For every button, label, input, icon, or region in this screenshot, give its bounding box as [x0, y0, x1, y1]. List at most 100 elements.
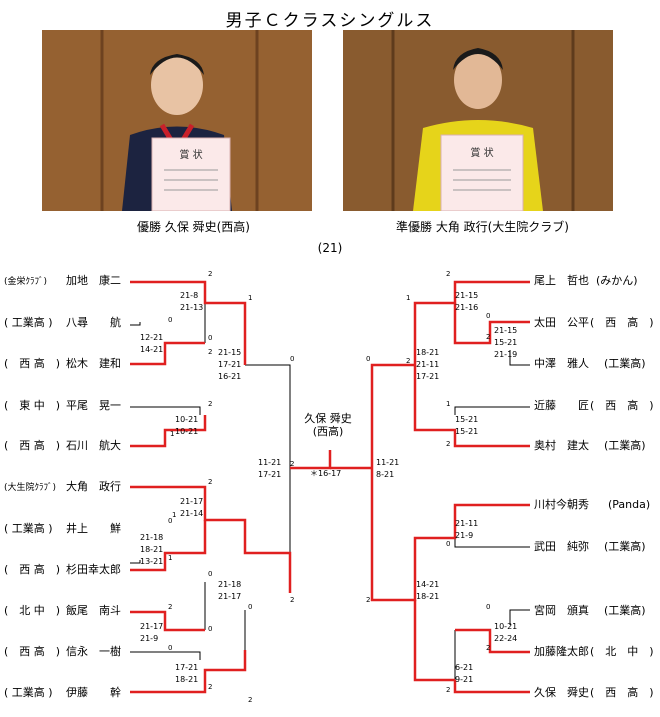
- final-note: ＊16-17: [310, 469, 342, 478]
- final-right-set: 8-21: [376, 470, 395, 479]
- left-player-name: 伊藤 幹: [66, 686, 121, 699]
- score-set: 14-21: [140, 345, 164, 354]
- set-count: 0: [366, 355, 371, 363]
- set-count: 2: [290, 460, 295, 468]
- score-set: 21-11: [455, 519, 479, 528]
- left-player-team: (金栄ｸﾗﾌﾞ): [4, 277, 48, 287]
- set-count: 2: [290, 596, 295, 604]
- score-set: 21-9: [140, 634, 159, 643]
- right-player-team: (Panda): [608, 498, 651, 511]
- winner-photo: 賞 状: [42, 30, 312, 211]
- final-left-set: 17-21: [258, 470, 282, 479]
- score-set: 17-21: [175, 663, 199, 672]
- score-set: 10-21: [175, 427, 199, 436]
- set-count: 2: [248, 696, 253, 704]
- set-count: 0: [248, 603, 253, 611]
- score-set: 21-17: [180, 497, 204, 506]
- right-player-team: (工業高): [604, 439, 646, 452]
- set-count: 2: [446, 270, 451, 278]
- set-count: 1: [172, 511, 177, 519]
- set-count: 2: [486, 333, 491, 341]
- left-player-name: 八尋 航: [66, 316, 121, 329]
- champion-team: (西高): [312, 425, 344, 438]
- score-set: 21-15: [218, 348, 242, 357]
- score-set: 21-14: [180, 509, 204, 518]
- right-player-team: ( 西 高 ): [590, 316, 654, 329]
- score-set: 21-15: [494, 326, 518, 335]
- set-count: 2: [208, 683, 213, 691]
- left-player-team: (大生院ｸﾗﾌﾞ): [4, 483, 57, 493]
- set-count: 1: [170, 430, 175, 438]
- left-player-team: ( 西 高 ): [4, 357, 61, 370]
- set-count: 0: [446, 540, 451, 548]
- right-player-name: 川村今朝秀: [534, 498, 589, 511]
- score-set: 12-21: [140, 333, 164, 342]
- score-set: 21-17: [218, 592, 242, 601]
- score-set: 21-11: [416, 360, 440, 369]
- runner-up-photo: 賞 状: [343, 30, 613, 211]
- set-count: 2: [208, 270, 213, 278]
- score-set: 18-21: [175, 675, 199, 684]
- score-set: 18-21: [416, 348, 440, 357]
- right-player-name: 尾上 哲也: [534, 274, 589, 287]
- draw-number: (21): [317, 241, 343, 255]
- winner-caption: 優勝 久保 舜史(西高): [137, 220, 250, 234]
- right-player-name: 加藤隆太郎: [534, 645, 589, 658]
- set-count: 1: [168, 554, 173, 562]
- left-player-team: ( 東 中 ): [4, 399, 61, 412]
- left-player-team: ( 北 中 ): [4, 604, 61, 617]
- left-player-name: 井上 鮮: [66, 522, 121, 535]
- page-title: 男子Ｃクラスシングルス: [225, 11, 435, 31]
- set-count: 0: [208, 625, 213, 633]
- score-set: 21-8: [180, 291, 199, 300]
- champion-name: 久保 舜史: [304, 412, 352, 425]
- set-count: 0: [290, 355, 295, 363]
- left-player-name: 平尾 晃一: [66, 399, 121, 412]
- set-count: 0: [208, 570, 213, 578]
- score-set: 21-17: [140, 622, 164, 631]
- set-count: 0: [486, 312, 491, 320]
- right-player-team: ( 西 高 ): [590, 399, 654, 412]
- score-set: 21-16: [455, 303, 479, 312]
- score-set: 21-15: [455, 291, 479, 300]
- right-player-name: 太田 公平: [534, 316, 589, 329]
- score-set: 18-21: [416, 592, 440, 601]
- score-set: 14-21: [416, 580, 440, 589]
- set-count: 1: [406, 294, 411, 302]
- score-set: 15-21: [494, 338, 518, 347]
- left-player-name: 加地 康二: [66, 274, 121, 287]
- score-set: 15-21: [455, 415, 479, 424]
- set-count: 0: [168, 517, 173, 525]
- score-set: 21-13: [180, 303, 204, 312]
- left-player-team: ( 西 高 ): [4, 645, 61, 658]
- right-player-team: (みかん): [596, 274, 638, 287]
- score-set: 10-21: [494, 622, 518, 631]
- left-player-team: ( 西 高 ): [4, 439, 61, 452]
- set-count: 0: [168, 316, 173, 324]
- set-count: 2: [366, 596, 371, 604]
- set-count: 2: [208, 348, 213, 356]
- score-set: 16-21: [218, 372, 242, 381]
- score-set: 10-21: [175, 415, 199, 424]
- left-player-team: ( 工業高 ): [4, 316, 53, 329]
- winner-certificate-text: 賞 状: [179, 148, 202, 161]
- score-set: 17-21: [218, 360, 242, 369]
- score-set: 18-21: [140, 545, 164, 554]
- score-set: 21-18: [218, 580, 242, 589]
- score-set: 6-21: [455, 663, 474, 672]
- right-player-team: ( 北 中 ): [590, 645, 654, 658]
- left-player-name: 信永 一樹: [66, 645, 121, 658]
- runner-up-certificate-text: 賞 状: [470, 146, 493, 159]
- right-player-team: (工業高): [604, 357, 646, 370]
- set-count: 2: [486, 644, 491, 652]
- set-count: 2: [406, 357, 411, 365]
- score-set: 15-21: [455, 427, 479, 436]
- left-player-name: 飯尾 南斗: [66, 604, 121, 617]
- right-player-name: 奥村 建太: [534, 439, 589, 452]
- score-set: 9-21: [455, 675, 474, 684]
- final-left-set: 11-21: [258, 458, 282, 467]
- right-player-name: 武田 純弥: [534, 540, 589, 553]
- set-count: 2: [208, 400, 213, 408]
- set-count: 1: [248, 294, 253, 302]
